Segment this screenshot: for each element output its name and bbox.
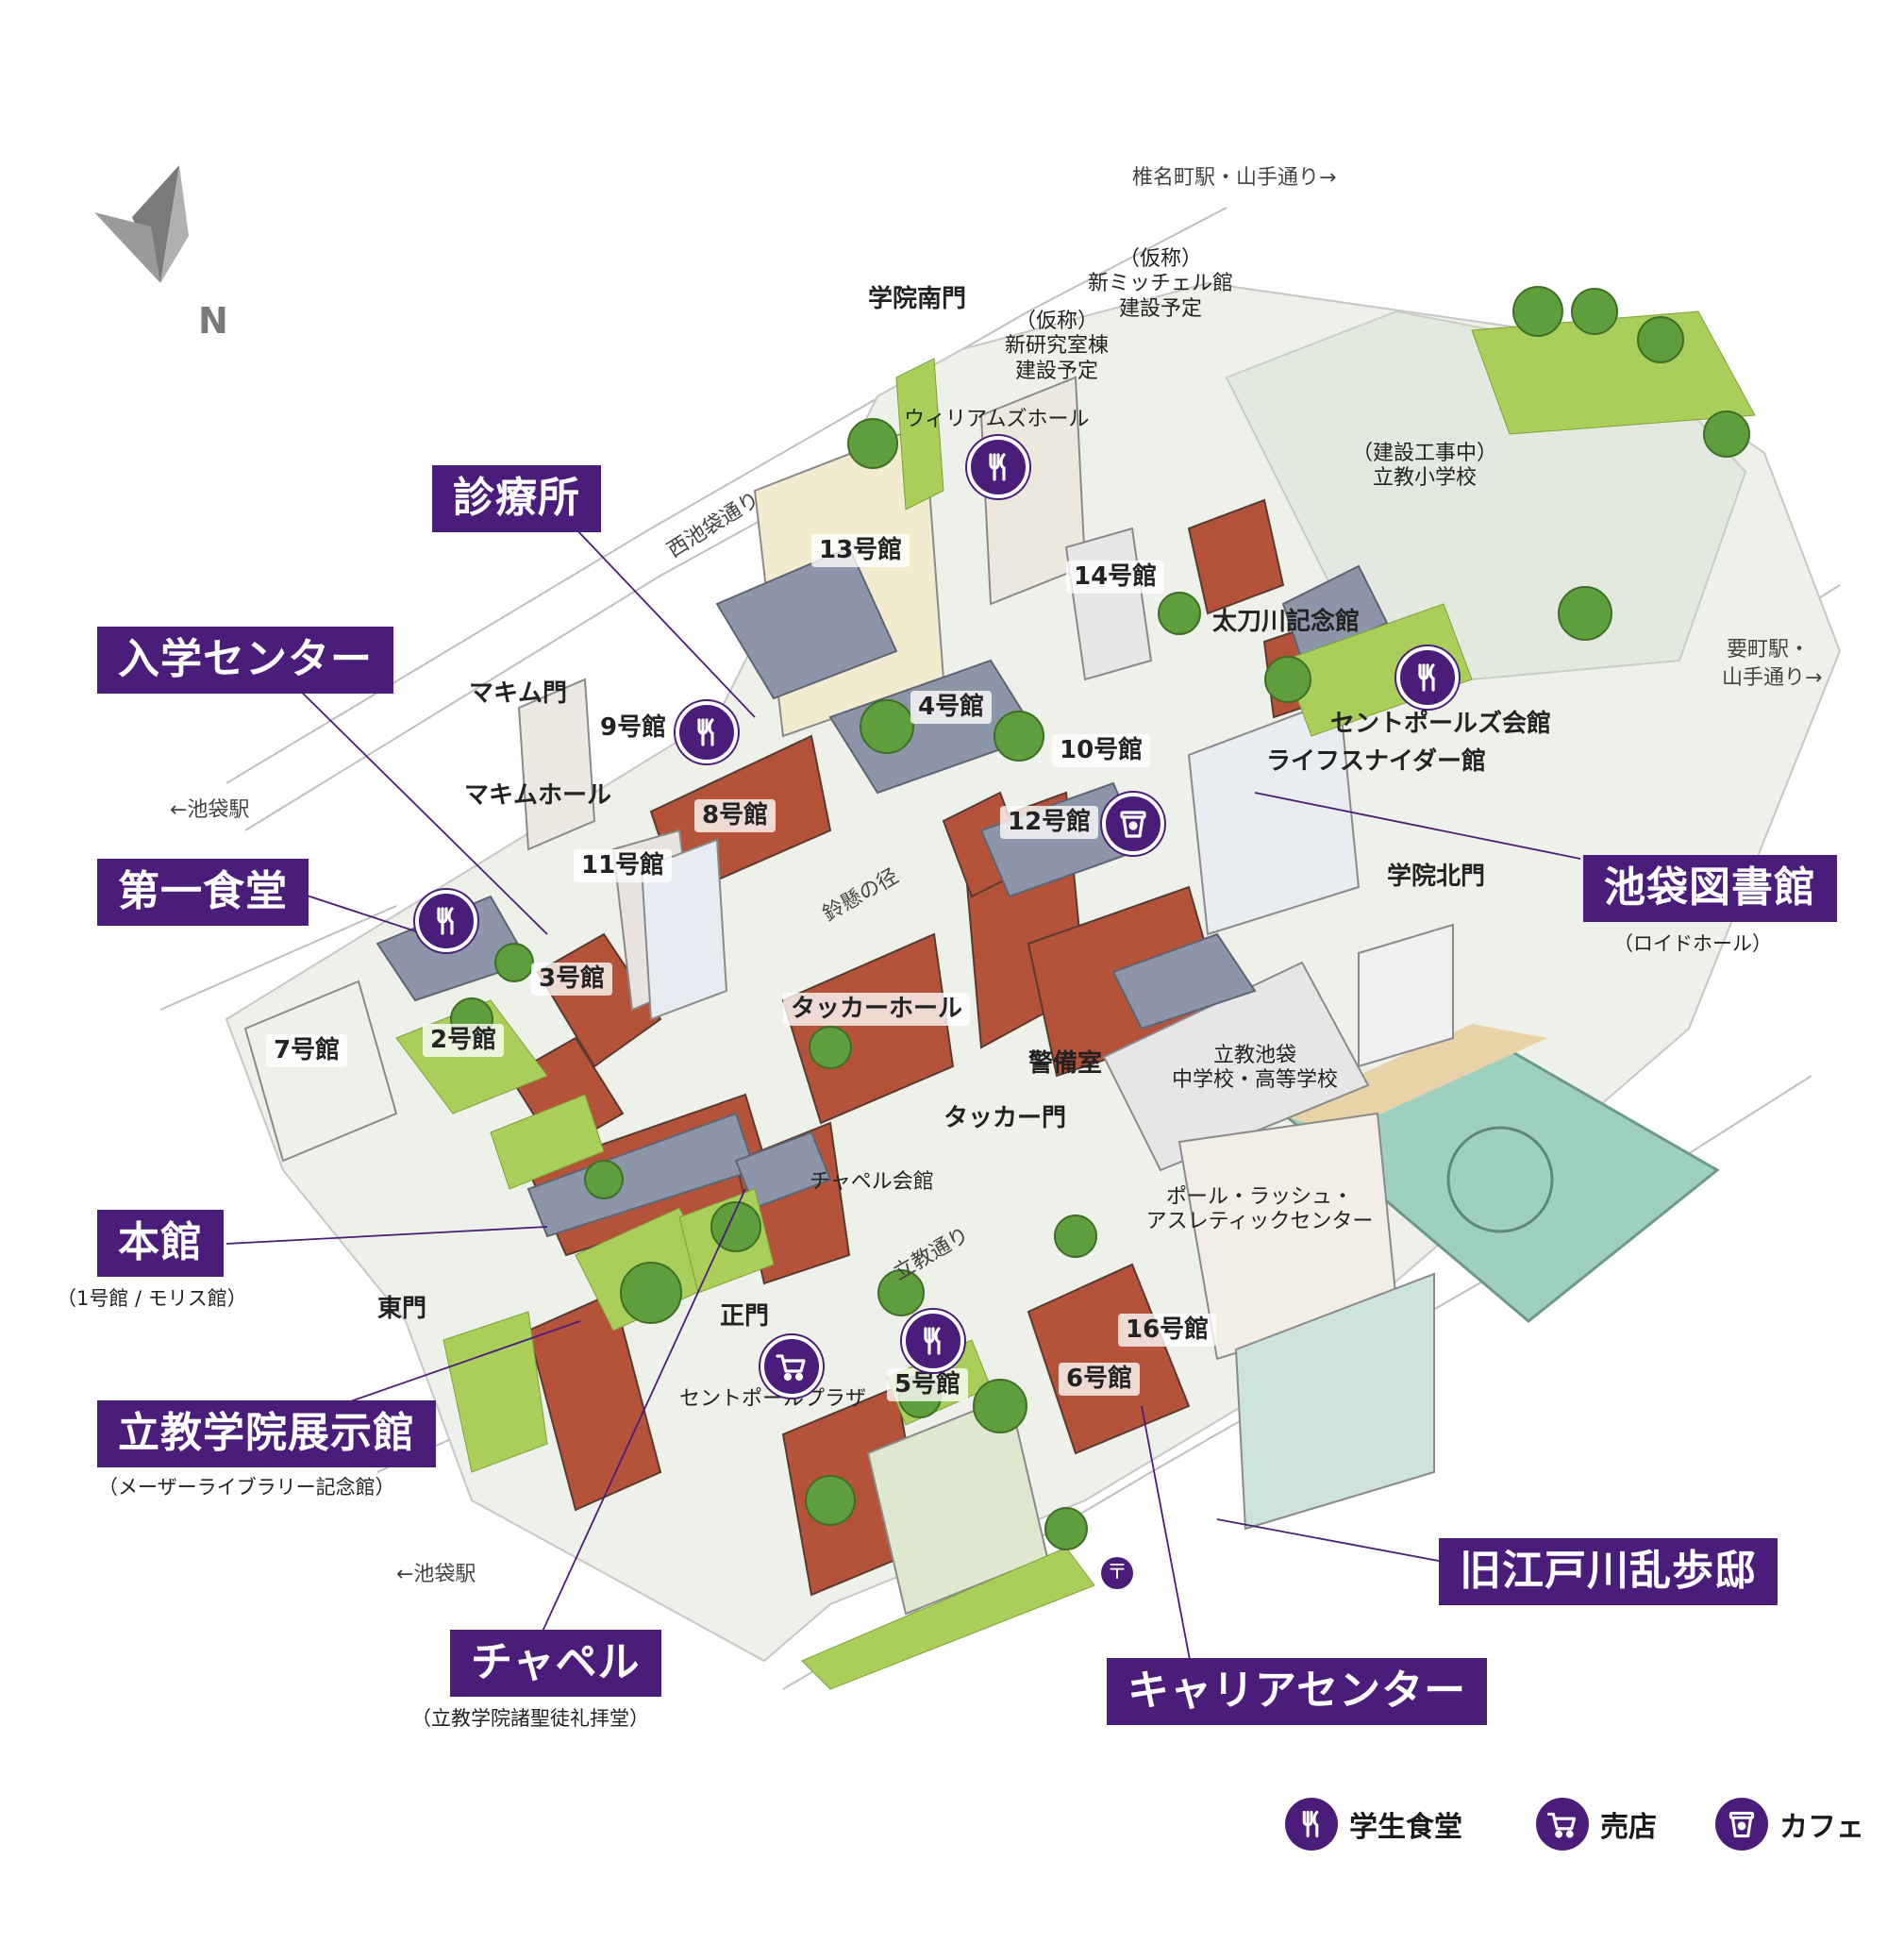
label-shin-kenkyu: （仮称）新研究室棟建設予定 — [1004, 310, 1109, 383]
label-building-5: 5号館 — [887, 1368, 969, 1402]
label-shin-mitchell: （仮称）新ミッチェル館建設予定 — [1087, 247, 1233, 321]
callout-daiichi-shokudo[interactable]: 第一食堂 — [97, 859, 309, 926]
cafe-legend-icon — [1715, 1798, 1768, 1851]
legend-cafeteria: 学生食堂 — [1285, 1798, 1462, 1851]
label-paul-rusch-center: ポール・ラッシュ・アスレティックセンター — [1145, 1185, 1374, 1234]
post-office-icon: 〒 — [1101, 1557, 1133, 1589]
callout-shinryojo[interactable]: 診療所 — [432, 465, 601, 532]
cafeteria-pin-icon[interactable] — [902, 1310, 964, 1372]
label-building-11: 11号館 — [574, 849, 673, 883]
running-track — [1274, 1024, 1547, 1132]
cafeteria-pin-icon[interactable] — [1396, 646, 1459, 709]
callout-leader-lines — [225, 526, 1581, 1681]
legend-shop-label: 売店 — [1600, 1811, 1657, 1844]
callout-edogawa-rampo[interactable]: 旧江戸川乱歩邸 — [1439, 1538, 1778, 1605]
callout-tenjikan-subtitle: （メーザーライブラリー記念館） — [98, 1476, 395, 1499]
callout-career-center[interactable]: キャリアセンター — [1107, 1658, 1488, 1725]
label-sei-mon: 正門 — [720, 1302, 770, 1331]
road-label-shiinamachi: 椎名町駅・山手通り→ — [1132, 166, 1337, 190]
label-tucker-hall: タッカーホール — [783, 993, 971, 1027]
legend-cafe: カフェ — [1715, 1798, 1864, 1851]
label-building-14: 14号館 — [1066, 561, 1165, 595]
road-label-kanamecho-2: 山手通り→ — [1722, 666, 1823, 690]
label-williams-hall: ウィリアムズホール — [904, 408, 1090, 431]
label-junior-high-school: 立教池袋中学校・高等学校 — [1171, 1044, 1338, 1093]
callout-nyugaku-center[interactable]: 入学センター — [97, 627, 393, 694]
label-tucker-mon: タッカー門 — [944, 1104, 1067, 1132]
callout-honkan-subtitle: （1号館 / モリス館） — [57, 1287, 247, 1310]
callout-chapel[interactable]: チャペル — [450, 1630, 661, 1697]
callout-honkan[interactable]: 本館 — [97, 1210, 224, 1277]
label-building-6: 6号館 — [1059, 1363, 1141, 1397]
compass-north-label: N — [198, 300, 228, 342]
callout-ikebukuro-library[interactable]: 池袋図書館 — [1583, 855, 1837, 922]
compass-icon — [94, 165, 189, 283]
label-building-9: 9号館 — [593, 712, 675, 745]
label-building-7: 7号館 — [266, 1034, 348, 1068]
cafe-pin-icon[interactable] — [1102, 793, 1164, 855]
road-label-ikebukuro-top: ←池袋駅 — [170, 798, 250, 822]
label-keibishitsu: 警備室 — [1028, 1049, 1103, 1078]
shop-legend-icon — [1536, 1798, 1589, 1851]
legend-cafe-label: カフェ — [1779, 1811, 1864, 1844]
label-building-4: 4号館 — [910, 691, 993, 725]
label-building-12: 12号館 — [1000, 806, 1099, 840]
label-chapel-kaikan: チャペル会館 — [810, 1170, 934, 1194]
label-gakuin-kita-mon: 学院北門 — [1387, 863, 1486, 891]
cafeteria-pin-icon[interactable] — [967, 436, 1029, 498]
label-gakuin-minami-mon: 学院南門 — [868, 285, 967, 313]
callout-library-subtitle: （ロイドホール） — [1613, 932, 1772, 955]
label-tachikawa: 太刀川記念館 — [1212, 608, 1361, 636]
label-st-pauls-hall: セントポールズ会館 — [1330, 710, 1552, 738]
legend-shop: 売店 — [1536, 1798, 1657, 1851]
legend-cafeteria-label: 学生食堂 — [1349, 1811, 1462, 1844]
label-building-16: 16号館 — [1118, 1314, 1217, 1348]
callout-tenjikan[interactable]: 立教学院展示館 — [97, 1400, 436, 1467]
label-building-3: 3号館 — [531, 963, 613, 997]
label-building-10: 10号館 — [1052, 734, 1151, 768]
label-higashi-mon: 東門 — [377, 1295, 427, 1323]
label-building-8: 8号館 — [694, 799, 777, 833]
shop-pin-icon[interactable] — [760, 1335, 823, 1398]
cafeteria-pin-icon[interactable] — [676, 701, 738, 763]
label-building-2: 2号館 — [423, 1024, 505, 1058]
label-makimu-mon: マキム門 — [469, 679, 568, 708]
road-label-kanamecho-1: 要町駅・ — [1727, 638, 1811, 662]
label-makimu-hall: マキムホール — [464, 781, 612, 810]
cafeteria-legend-icon — [1285, 1798, 1338, 1851]
cafeteria-pin-icon[interactable] — [415, 890, 477, 952]
label-lifesnyder: ライフスナイダー館 — [1266, 747, 1486, 776]
road-label-ikebukuro-bottom: ←池袋駅 — [396, 1563, 476, 1586]
label-elementary-school: （建設工事中）立教小学校 — [1351, 442, 1497, 491]
label-building-13: 13号館 — [811, 534, 910, 568]
callout-chapel-subtitle: （立教学院諸聖徒礼拝堂） — [411, 1707, 649, 1730]
